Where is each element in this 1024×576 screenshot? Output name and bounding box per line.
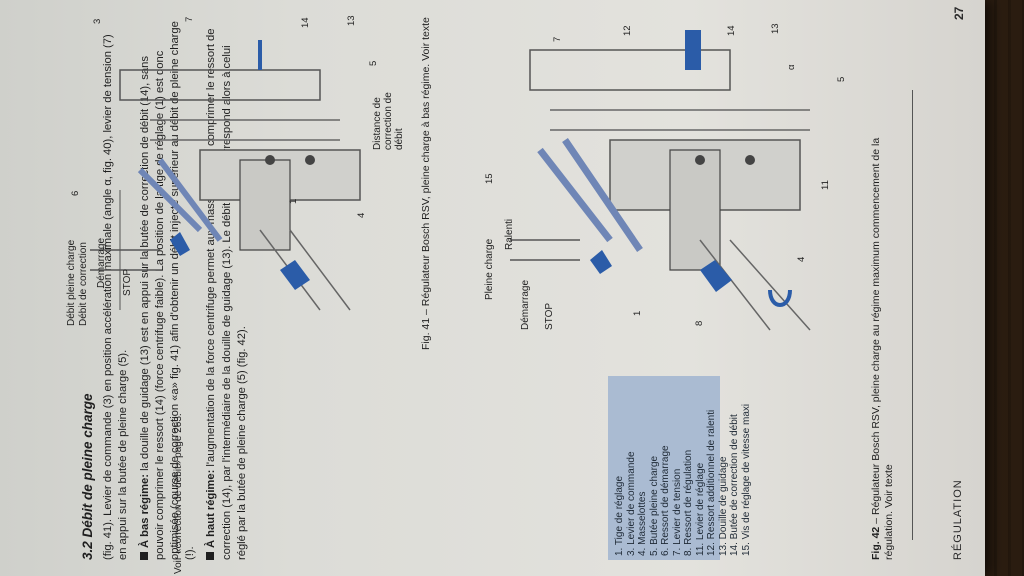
legend-item-number: 11. [694, 540, 706, 556]
legend-item: 1. Tige de réglage [614, 380, 626, 556]
legend-item-label: Ressort de régulation [683, 449, 694, 545]
legend-item-label: Levier de réglage [694, 462, 706, 541]
fig42-caption: Fig. 42 – Régulateur Bosch RSV, pleine c… [870, 120, 896, 560]
legend-item-label: Ressort additionnel de ralenti [706, 409, 717, 540]
running-head: RÉGULATION [952, 479, 964, 560]
fig42-caption-lead: Fig. 42 [870, 526, 882, 560]
fig42-number-13: 13 [770, 23, 781, 34]
legend-item-number: 4. [637, 544, 648, 556]
legend-item-label: Levier de tension [671, 468, 683, 545]
fig41-number-3: 3 [92, 18, 103, 24]
legend-item-label: Masselottes [637, 491, 648, 545]
fig41-number-4: 4 [356, 212, 367, 218]
legend-item-number: 1. [614, 545, 625, 556]
legend-item: 5. Butée pleine charge [649, 380, 661, 556]
legend-item-label: Ressort de démarrage [660, 445, 671, 545]
book-page: RÉGULATION 27 3.2 Débit de pleine charge… [0, 0, 985, 576]
bullet-icon [139, 552, 148, 560]
legend-item-label: Butée de correction de débit [729, 414, 740, 540]
legend-item-number: 13. [717, 539, 729, 556]
legend-item-number: 15. [740, 539, 752, 556]
legend-item-label: Tige de réglage [614, 475, 625, 546]
legend-item: 13. Douille de guidage [718, 380, 730, 556]
legend-item: 3. Levier de commande [626, 380, 638, 556]
para-high-rpm-lead: À haut régime: [205, 469, 218, 548]
fig41-caption: Fig. 41 – Régulateur Bosch RSV, pleine c… [420, 17, 432, 350]
legend-item-label: Butée pleine charge [648, 455, 660, 545]
fig42-alpha-symbol: α [786, 64, 797, 71]
fig42-number-8: 8 [694, 320, 705, 326]
legend-item: 7. Levier de tension [672, 380, 684, 556]
legend-item-label: Vis de réglage de vitesse maxi [740, 403, 752, 540]
legend-item: 8. Ressort de régulation [683, 380, 695, 556]
legend-item-label: Douille de guidage [717, 456, 729, 540]
fig41-number-6: 6 [70, 190, 81, 196]
fig41-number-13: 13 [346, 15, 357, 26]
page-rule [912, 90, 913, 540]
fig41-distance-label: Distance de correction de débit [372, 92, 405, 150]
fig41-number-7: 7 [184, 16, 195, 22]
fig42-number-11: 11 [820, 180, 831, 190]
para-low-rpm-lead: À bas régime: [138, 474, 151, 548]
fig42-number-5: 5 [836, 76, 847, 82]
legend-item: 12. Ressort additionnel de ralenti [706, 380, 718, 556]
fig42-caption-text: – Régulateur Bosch RSV, pleine charge au… [870, 137, 895, 560]
legend-item-number: 8. [683, 544, 694, 556]
legend-item-number: 7. [671, 544, 683, 556]
legend-item: 15. Vis de réglage de vitesse maxi [741, 380, 753, 556]
figure-41-diagram [90, 40, 361, 311]
fig42-number-15: 15 [484, 173, 495, 184]
fig42-label-pleine-charge: Pleine charge [484, 238, 495, 300]
legend-item-number: 6. [660, 544, 671, 556]
legend-item-number: 5. [648, 544, 660, 556]
legend-item-label: Levier de commande [625, 451, 637, 545]
legend-item: 14. Butée de correction de débit [729, 380, 741, 556]
fig42-label-stop: STOP [544, 302, 555, 330]
legend-box [608, 376, 720, 560]
legend-item-number: 3. [625, 544, 637, 556]
legend-item: 11. Levier de réglage [695, 380, 707, 556]
page-number: 27 [952, 6, 966, 20]
bullet-icon [206, 552, 215, 560]
figure-42-diagram [510, 30, 811, 331]
fig42-number-12: 12 [622, 25, 633, 36]
fig42-number-4: 4 [796, 256, 807, 262]
footnote: Voir «correction de débit» page 263. [173, 413, 184, 574]
fig41-number-14: 14 [300, 17, 311, 28]
legend-item-number: 14. [729, 539, 740, 556]
fig42-number-14: 14 [726, 25, 737, 36]
fig42-number-1: 1 [632, 310, 643, 316]
fig41-number-5: 5 [368, 60, 379, 66]
legend-item: 6. Ressort de démarrage [660, 380, 672, 556]
fig41-label-demarrage: Démarrage [96, 237, 107, 288]
legend-item-number: 12. [706, 539, 717, 556]
fig41-number-1: 1 [288, 198, 299, 204]
fig41-label-pleine-charge: Débit pleine charge [66, 239, 77, 326]
fig41-label-stop: STOP [122, 268, 133, 296]
fig41-label-correction: Débit de correction [78, 242, 89, 326]
fig42-number-7: 7 [552, 36, 563, 42]
fig42-label-demarrage: Démarrage [520, 279, 531, 330]
legend-item: 4. Masselottes [637, 380, 649, 556]
fig42-label-ralenti: Ralenti [504, 218, 515, 250]
